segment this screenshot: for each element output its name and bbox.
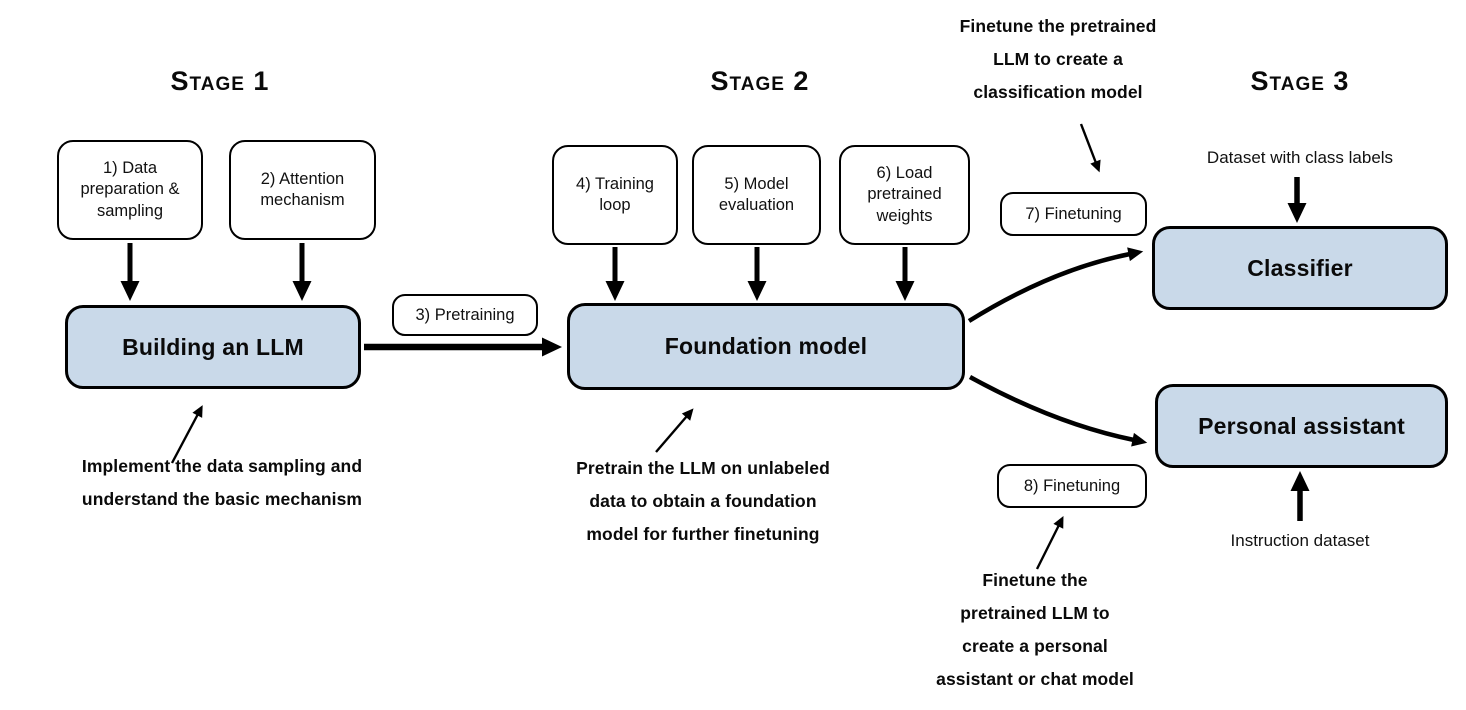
arrow-annotation-to-finetuning-8 — [1035, 516, 1064, 570]
building-llm-box: Building an LLM — [65, 305, 361, 389]
dataset-with-class-labels-label: Dataset with class labels — [1206, 148, 1394, 167]
step-box-model-evaluation: 5) Model evaluation — [692, 145, 821, 245]
stage2-annotation-line1: Pretrain the LLM on unlabeled — [576, 458, 830, 478]
finetune-classification-annotation-line2: LLM to create a — [993, 49, 1123, 69]
finetune-assistant-annotation-line1: Finetune the — [982, 570, 1088, 590]
step-box-data-preparation: 1) Data preparation & sampling — [57, 140, 203, 240]
finetune-assistant-annotation: Finetune the pretrained LLM to create a … — [915, 564, 1155, 696]
stage2-annotation: Pretrain the LLM on unlabeled data to ob… — [543, 452, 863, 551]
classifier-box: Classifier — [1152, 226, 1448, 310]
step-box-training-loop: 4) Training loop — [552, 145, 678, 245]
finetune-classification-annotation-line1: Finetune the pretrained — [959, 16, 1157, 36]
finetune-assistant-annotation-line2: pretrained LLM to — [960, 603, 1110, 623]
step-box-load-pretrained-weights: 6) Load pretrained weights — [839, 145, 970, 245]
stage1-annotation: Implement the data sampling and understa… — [52, 450, 392, 516]
arrow-foundation-to-assistant — [968, 375, 1148, 447]
finetuning-8-pill: 8) Finetuning — [997, 464, 1147, 508]
stage3-title: Stage 3 — [1250, 66, 1350, 96]
finetuning-7-pill: 7) Finetuning — [1000, 192, 1147, 236]
stage2-annotation-line3: model for further finetuning — [586, 524, 820, 544]
stage2-annotation-line2: data to obtain a foundation — [589, 491, 817, 511]
arrow-foundation-to-classifier — [967, 247, 1144, 323]
finetune-classification-annotation: Finetune the pretrained LLM to create a … — [938, 10, 1178, 109]
personal-assistant-box: Personal assistant — [1155, 384, 1448, 468]
stage1-annotation-line2: understand the basic mechanism — [81, 489, 363, 509]
instruction-dataset-label: Instruction dataset — [1230, 531, 1370, 550]
finetune-assistant-annotation-line4: assistant or chat model — [936, 669, 1134, 689]
arrow-annotation-to-finetuning-7 — [1079, 123, 1101, 173]
arrow-annotation-to-foundation — [655, 408, 694, 453]
step-box-attention-mechanism: 2) Attention mechanism — [229, 140, 376, 240]
stage1-title: Stage 1 — [170, 66, 270, 96]
finetune-classification-annotation-line3: classification model — [973, 82, 1143, 102]
stage2-title: Stage 2 — [710, 66, 810, 96]
stage1-annotation-line1: Implement the data sampling and — [81, 456, 363, 476]
foundation-model-box: Foundation model — [567, 303, 965, 390]
pretraining-pill: 3) Pretraining — [392, 294, 538, 336]
finetune-assistant-annotation-line3: create a personal — [962, 636, 1108, 656]
